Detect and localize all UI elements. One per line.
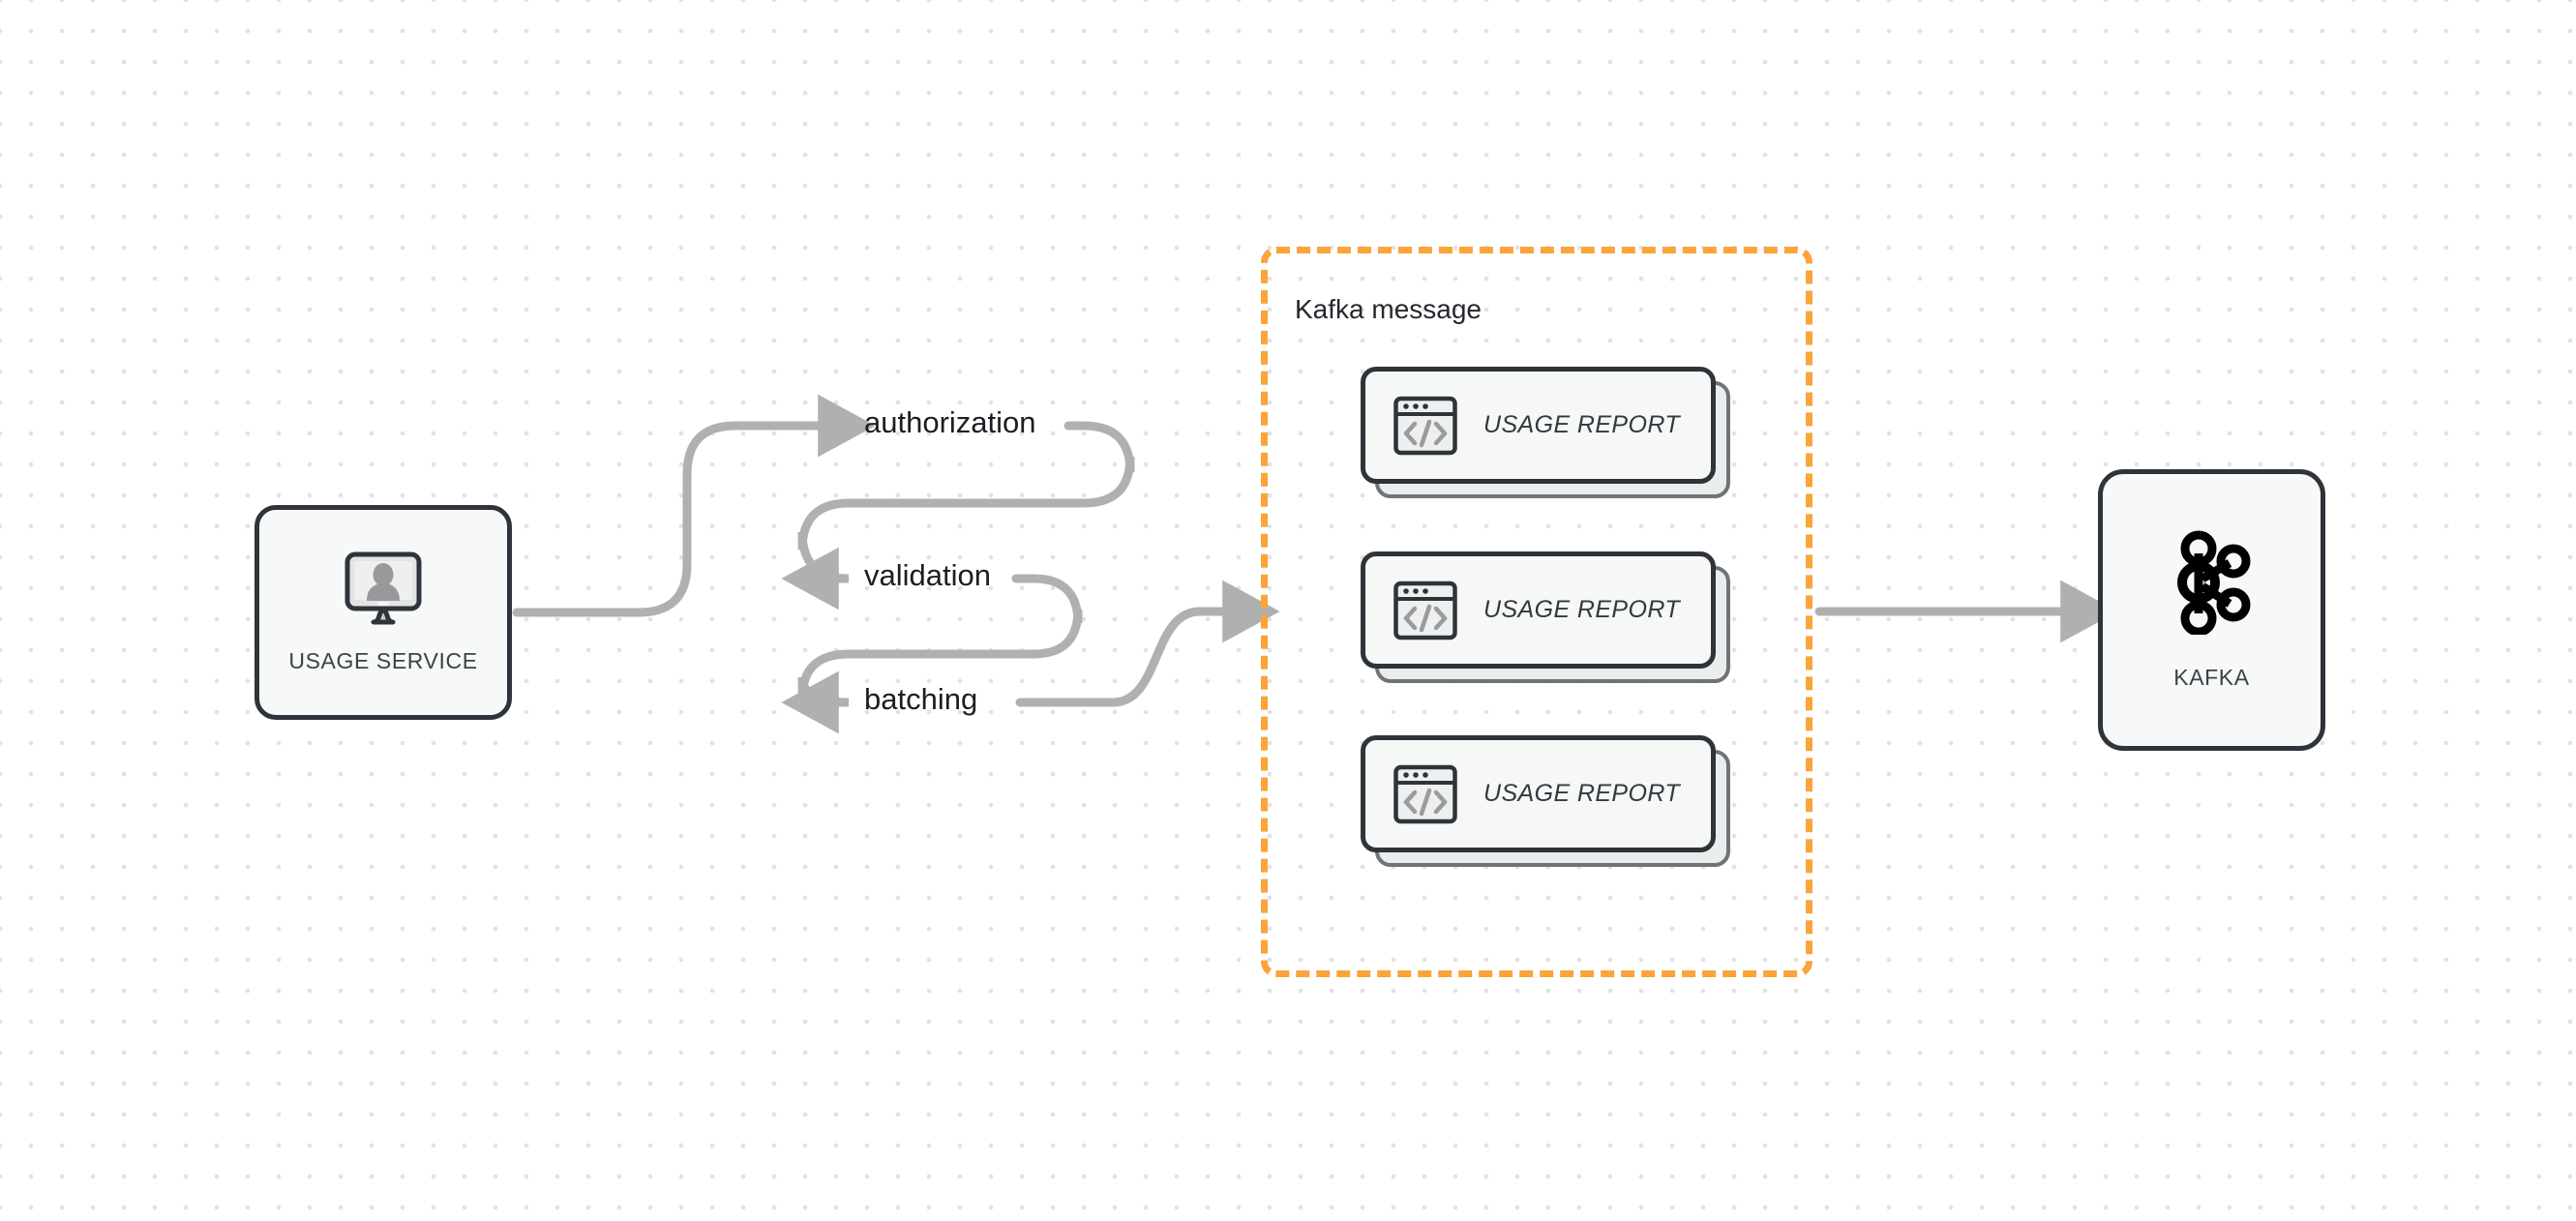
- usage-report-card-front[interactable]: USAGE REPORT: [1361, 367, 1716, 484]
- edge-batching-to-kafka-message: [1015, 580, 1280, 707]
- monitor-user-icon: [342, 551, 425, 631]
- step-label-batching: batching: [864, 682, 978, 716]
- edge-authorization-to-validation: [781, 421, 1135, 610]
- code-window-icon: [1393, 761, 1458, 827]
- kafka-logo-icon: [2166, 530, 2259, 640]
- node-kafka[interactable]: KAFKA: [2098, 469, 2325, 751]
- usage-report-card-front[interactable]: USAGE REPORT: [1361, 551, 1716, 669]
- usage-report-card-label: USAGE REPORT: [1483, 411, 1680, 438]
- usage-report-card[interactable]: USAGE REPORT: [1361, 551, 1730, 683]
- step-label-validation: validation: [864, 558, 991, 592]
- group-kafka-message[interactable]: Kafka message USAGE REP: [1261, 247, 1812, 977]
- code-window-icon: [1393, 578, 1458, 643]
- usage-report-card[interactable]: USAGE REPORT: [1361, 735, 1730, 867]
- usage-report-card-front[interactable]: USAGE REPORT: [1361, 735, 1716, 852]
- usage-report-card-label: USAGE REPORT: [1483, 780, 1680, 807]
- code-window-icon: [1393, 393, 1458, 459]
- step-label-authorization: authorization: [864, 405, 1036, 439]
- usage-report-card-label: USAGE REPORT: [1483, 596, 1680, 623]
- edge-usage-service-to-authorization: [512, 394, 876, 617]
- node-kafka-label: KAFKA: [2173, 664, 2250, 690]
- node-usage-service-label: USAGE SERVICE: [288, 648, 478, 673]
- node-usage-service[interactable]: USAGE SERVICE: [255, 505, 512, 720]
- usage-report-card[interactable]: USAGE REPORT: [1361, 367, 1730, 498]
- group-kafka-message-title: Kafka message: [1295, 294, 1482, 324]
